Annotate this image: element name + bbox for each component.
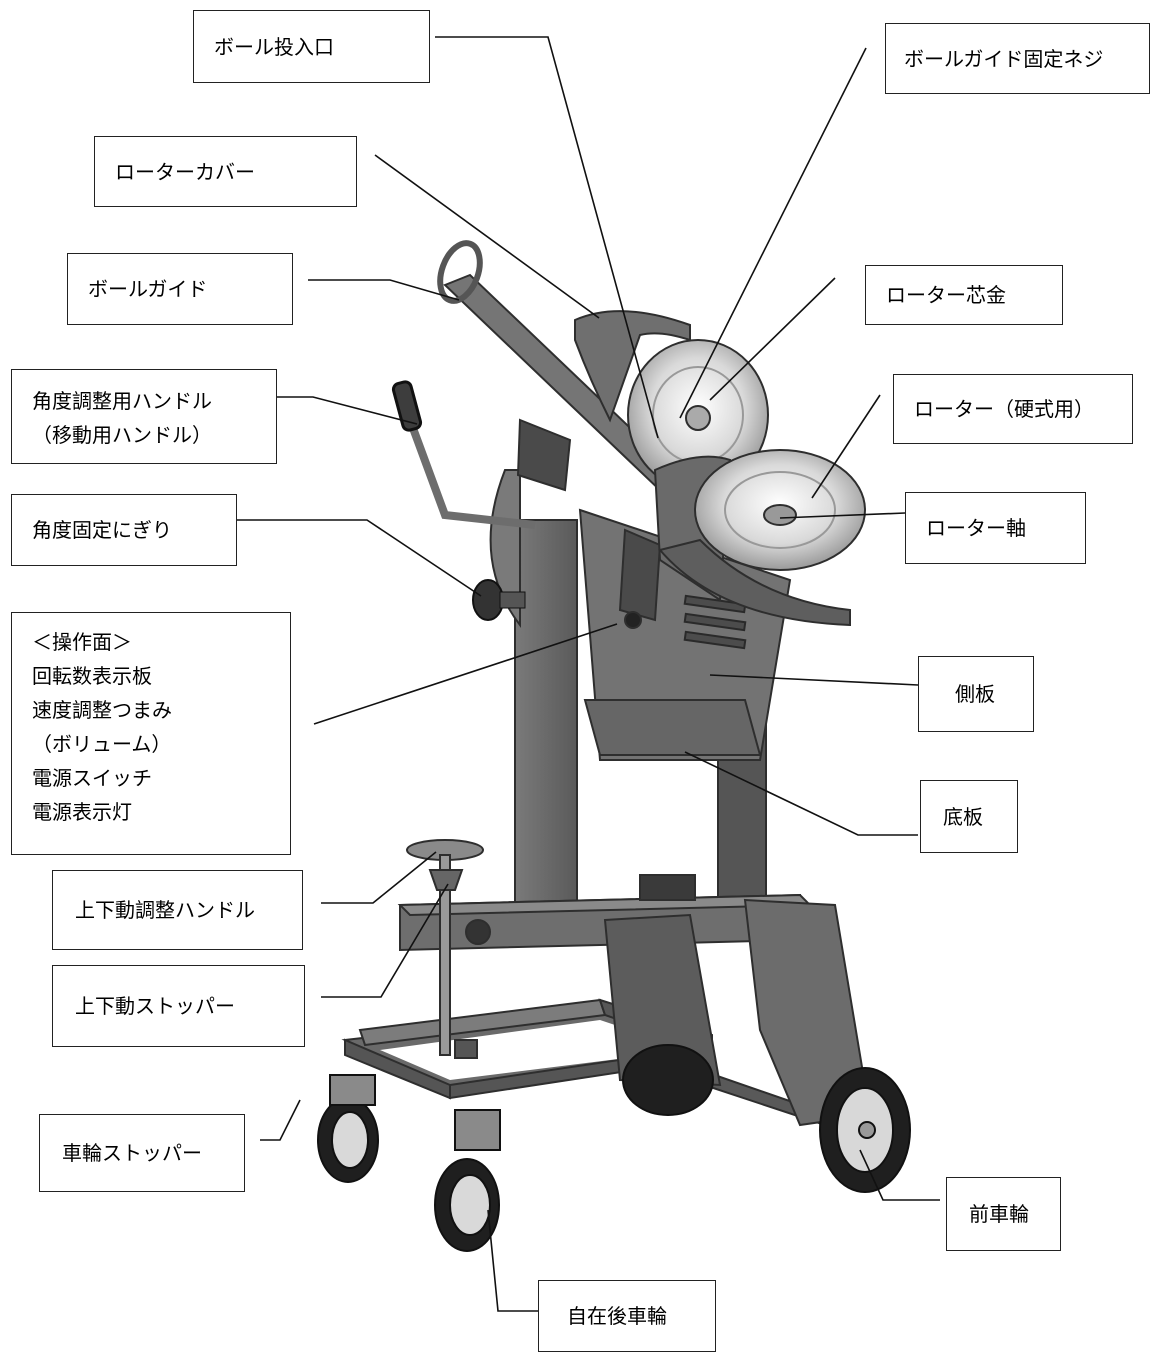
side-vents [683,594,747,650]
base-frame [341,998,832,1127]
label-rotor-cover: ローターカバー [94,136,357,207]
label-caster-wheel: 自在後車輪 [538,1280,716,1352]
label-lift-handle: 上下動調整ハンドル [52,870,303,950]
label-rotor: ローター（硬式用） [893,374,1133,444]
label-control-panel-line1: ＜操作面＞ [32,630,132,654]
label-rotor-shaft: ローター軸 [905,492,1086,564]
label-angle-handle-line1: 角度調整用ハンドル [32,389,212,413]
label-rotor-core: ローター芯金 [865,265,1063,325]
label-angle-handle: 角度調整用ハンドル （移動用ハンドル） [11,369,277,464]
label-control-panel-line5: 電源スイッチ [32,766,152,790]
wheels [317,1044,911,1252]
label-wheel-stopper-text: 車輪ストッパー [62,1141,202,1165]
label-side-plate-text: 側板 [955,682,995,706]
label-angle-knob: 角度固定にぎり [11,494,237,566]
label-bottom-plate-text: 底板 [943,804,983,829]
label-front-wheel: 前車輪 [946,1177,1061,1251]
label-angle-handle-line2: （移動用ハンドル） [32,423,212,447]
angle-sector-plate [489,469,521,628]
label-ball-guide-screw-text: ボールガイド固定ネジ [904,46,1104,71]
label-lift-stopper: 上下動ストッパー [52,965,305,1047]
label-ball-guide-text: ボールガイド [88,277,208,301]
label-control-panel-line2: 回転数表示板 [32,664,152,688]
label-ball-inlet-text: ボール投入口 [214,34,334,59]
label-control-panel-line6: 電源表示灯 [32,800,132,824]
label-rotor-cover-text: ローターカバー [115,159,255,184]
leader-lines [224,36,940,1312]
label-bottom-plate: 底板 [920,780,1018,853]
label-control-panel: ＜操作面＞ 回転数表示板 速度調整つまみ （ボリューム） 電源スイッチ 電源表示… [11,612,291,855]
angle-handle-shape [391,380,536,529]
label-side-plate: 側板 [918,656,1034,732]
label-rotor-shaft-text: ローター軸 [926,516,1026,540]
label-ball-guide-screw: ボールガイド固定ネジ [885,23,1150,94]
label-wheel-stopper: 車輪ストッパー [39,1114,245,1192]
stand-frame [397,519,872,1127]
angle-knob-shape [472,579,526,621]
label-ball-guide: ボールガイド [67,253,293,325]
label-caster-wheel-text: 自在後車輪 [567,1304,667,1328]
label-lift-stopper-text: 上下動ストッパー [75,994,235,1018]
label-control-panel-line3: 速度調整つまみ [32,698,172,722]
label-ball-inlet: ボール投入口 [193,10,430,83]
label-angle-knob-text: 角度固定にぎり [32,518,172,542]
label-rotor-core-text: ローター芯金 [886,283,1006,307]
label-rotor-text: ローター（硬式用） [914,397,1094,421]
label-lift-handle-text: 上下動調整ハンドル [75,898,255,922]
label-control-panel-line4: （ボリューム） [32,732,172,756]
label-front-wheel-text: 前車輪 [969,1202,1029,1226]
lift-mechanism [406,839,491,1059]
lower-rotor [653,449,866,627]
